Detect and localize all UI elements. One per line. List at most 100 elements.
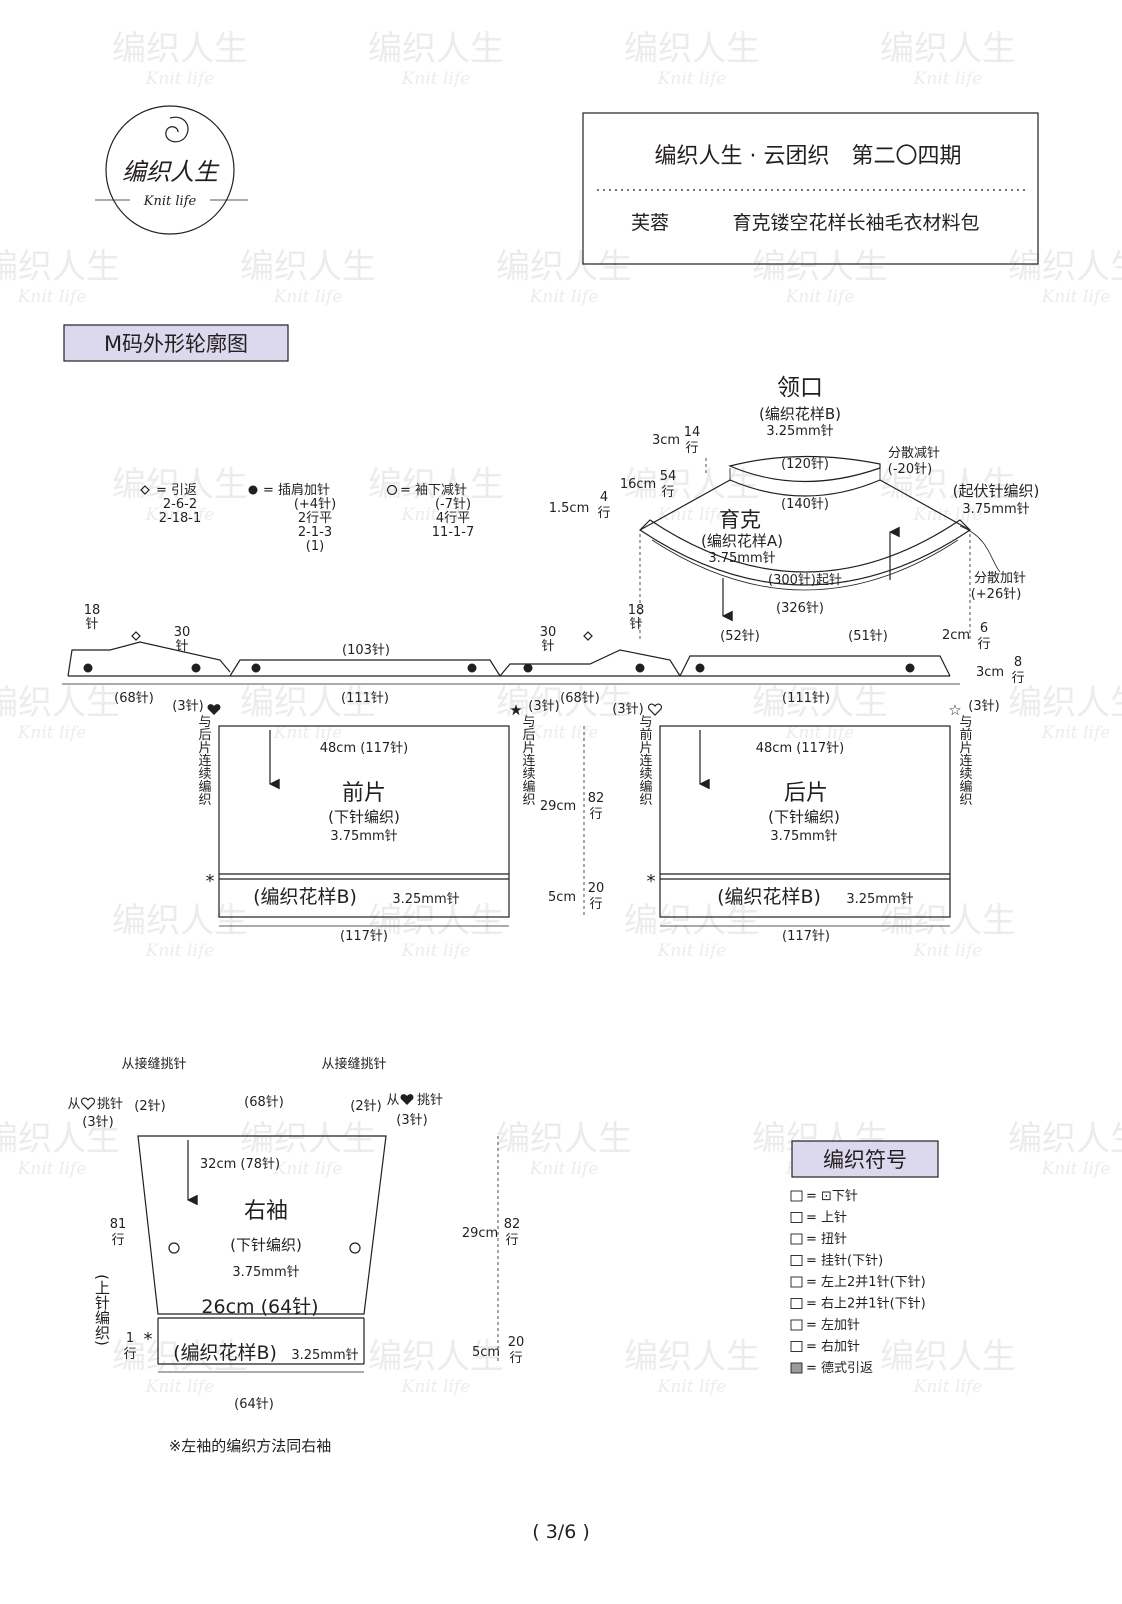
watermark-text: 编织人生 xyxy=(1008,1119,1122,1159)
watermark-sub: Knit life xyxy=(401,69,471,89)
svg-text:挑针: 挑针 xyxy=(417,1093,443,1108)
svg-text:(起伏针编织): (起伏针编织) xyxy=(953,482,1040,500)
watermark-sub: Knit life xyxy=(401,1377,471,1397)
purl-icon xyxy=(790,1212,803,1223)
watermark-text: 编织人生 xyxy=(752,247,888,287)
watermark-sub: Knit life xyxy=(657,1377,727,1397)
back-panel: 48cm (117针) 后片 (下针编织) 3.75mm针 (编织花样B) 3.… xyxy=(637,715,973,945)
sleeve-note: ※左袖的编织方法同右袖 xyxy=(169,1437,332,1455)
svg-text:1: 1 xyxy=(126,1331,134,1346)
svg-text:行: 行 xyxy=(589,807,602,822)
symbol-item: = 挂针(下针) xyxy=(790,1254,883,1269)
svg-text:(2针): (2针) xyxy=(350,1099,381,1114)
svg-text:4: 4 xyxy=(600,490,608,505)
svg-text:30: 30 xyxy=(174,625,191,640)
svg-text:(68针): (68针) xyxy=(244,1095,284,1110)
watermark-text: 编织人生 xyxy=(0,247,120,287)
svg-text:3.25mm针: 3.25mm针 xyxy=(846,892,913,907)
svg-text:分散加针: 分散加针 xyxy=(974,571,1026,586)
svg-text:分散减针: 分散减针 xyxy=(888,446,940,461)
watermark-text: 编织人生 xyxy=(368,901,504,941)
svg-text:行: 行 xyxy=(661,485,674,500)
svg-text:(+26针): (+26针) xyxy=(971,587,1022,602)
watermark-sub: Knit life xyxy=(1041,1159,1111,1179)
svg-text:(编织花样B): (编织花样B) xyxy=(759,405,841,423)
svg-text:8: 8 xyxy=(1014,655,1022,670)
svg-text:*: * xyxy=(206,871,215,892)
svg-text:81: 81 xyxy=(110,1217,127,1232)
heart-filled-icon xyxy=(207,704,221,715)
svg-text:(编织花样B): (编织花样B) xyxy=(717,886,821,908)
svg-text:3.75mm针: 3.75mm针 xyxy=(708,551,775,566)
svg-text:4行平: 4行平 xyxy=(436,511,470,526)
section-title: M码外形轮廓图 xyxy=(104,332,248,356)
watermark-text: 编织人生 xyxy=(112,901,248,941)
watermark-text: 编织人生 xyxy=(624,29,760,69)
svg-text:(3针): (3针) xyxy=(528,699,559,714)
legend-top: = 引返 2-6-2 2-18-1 = 插肩加针 (+4针) 2行平 2-1-3… xyxy=(140,482,474,554)
svg-text:1.5cm: 1.5cm xyxy=(549,501,590,516)
star-filled-icon: ★ xyxy=(509,701,522,719)
watermark-sub: Knit life xyxy=(913,941,983,961)
sleeve-dec-circle-icon xyxy=(386,484,398,496)
watermark-text: 编织人生 xyxy=(496,1119,632,1159)
svg-text:(+4针): (+4针) xyxy=(294,497,336,512)
svg-text:行: 行 xyxy=(1011,671,1024,686)
svg-text:(2针): (2针) xyxy=(134,1099,165,1114)
watermark-sub: Knit life xyxy=(401,941,471,961)
svg-text:(下针编织): (下针编织) xyxy=(768,808,840,826)
watermark-sub: Knit life xyxy=(273,723,343,743)
watermark-sub: Knit life xyxy=(17,1159,87,1179)
svg-text:14: 14 xyxy=(684,425,701,440)
svg-text:从接缝挑针: 从接缝挑针 xyxy=(321,1056,386,1072)
watermark-sub: Knit life xyxy=(17,723,87,743)
watermark-text: 编织人生 xyxy=(1008,247,1122,287)
right-inc-icon xyxy=(790,1341,803,1352)
svg-text:2-6-2: 2-6-2 xyxy=(163,497,197,512)
watermark-sub: Knit life xyxy=(17,287,87,307)
svg-text:3.75mm针: 3.75mm针 xyxy=(962,502,1029,517)
svg-text:29cm: 29cm xyxy=(462,1226,498,1241)
watermark-text: 编织人生 xyxy=(0,683,120,723)
symbol-label: = 德式引返 xyxy=(806,1361,873,1376)
svg-text:挑针: 挑针 xyxy=(97,1097,123,1112)
svg-text:从: 从 xyxy=(67,1097,80,1112)
watermark-text: 编织人生 xyxy=(880,1337,1016,1377)
watermark-text: 编织人生 xyxy=(240,683,376,723)
svg-text:(-20针): (-20针) xyxy=(888,462,932,477)
svg-text:(51针): (51针) xyxy=(848,629,888,644)
symbol-item: = 左加针 xyxy=(790,1318,860,1333)
symbol-item: = 右加针 xyxy=(790,1340,860,1355)
svg-text:20: 20 xyxy=(588,881,605,896)
svg-text:48cm (117针): 48cm (117针) xyxy=(756,741,844,756)
svg-text:= 插肩加针: = 插肩加针 xyxy=(263,482,330,498)
watermark-sub: Knit life xyxy=(273,287,343,307)
right-k2tog-icon xyxy=(790,1298,803,1309)
neck-title: 领口 xyxy=(777,375,823,401)
symbol-label: = ⊡下针 xyxy=(806,1189,858,1204)
svg-text:(1): (1) xyxy=(306,539,324,554)
watermark-sub: Knit life xyxy=(657,941,727,961)
svg-text:5cm: 5cm xyxy=(472,1345,500,1360)
svg-text:针: 针 xyxy=(541,639,554,654)
twist-icon xyxy=(790,1233,803,1245)
symbol-label: = 右上2并1针(下针) xyxy=(806,1297,926,1312)
svg-text:行: 行 xyxy=(505,1233,518,1248)
svg-text:(3针): (3针) xyxy=(172,699,203,714)
star-outline-icon: ☆ xyxy=(948,701,961,719)
svg-text:针: 针 xyxy=(629,617,642,632)
svg-text:与前片连续编织: 与前片连续编织 xyxy=(637,715,653,806)
svg-text:3.75mm针: 3.75mm针 xyxy=(330,829,397,844)
svg-text:(120针): (120针) xyxy=(781,457,829,472)
svg-text:针: 针 xyxy=(175,639,188,654)
symbol-label: = 左上2并1针(下针) xyxy=(806,1275,926,1290)
svg-text:(64针): (64针) xyxy=(234,1397,274,1412)
symbol-item: = 上针 xyxy=(790,1211,847,1226)
svg-text:(68针): (68针) xyxy=(560,691,600,706)
svg-text:(下针编织): (下针编织) xyxy=(230,1236,302,1254)
svg-text:行: 行 xyxy=(123,1347,136,1362)
svg-text:从接缝挑针: 从接缝挑针 xyxy=(121,1056,186,1072)
watermark-text: 编织人生 xyxy=(0,1119,120,1159)
watermark-sub: Knit life xyxy=(145,941,215,961)
